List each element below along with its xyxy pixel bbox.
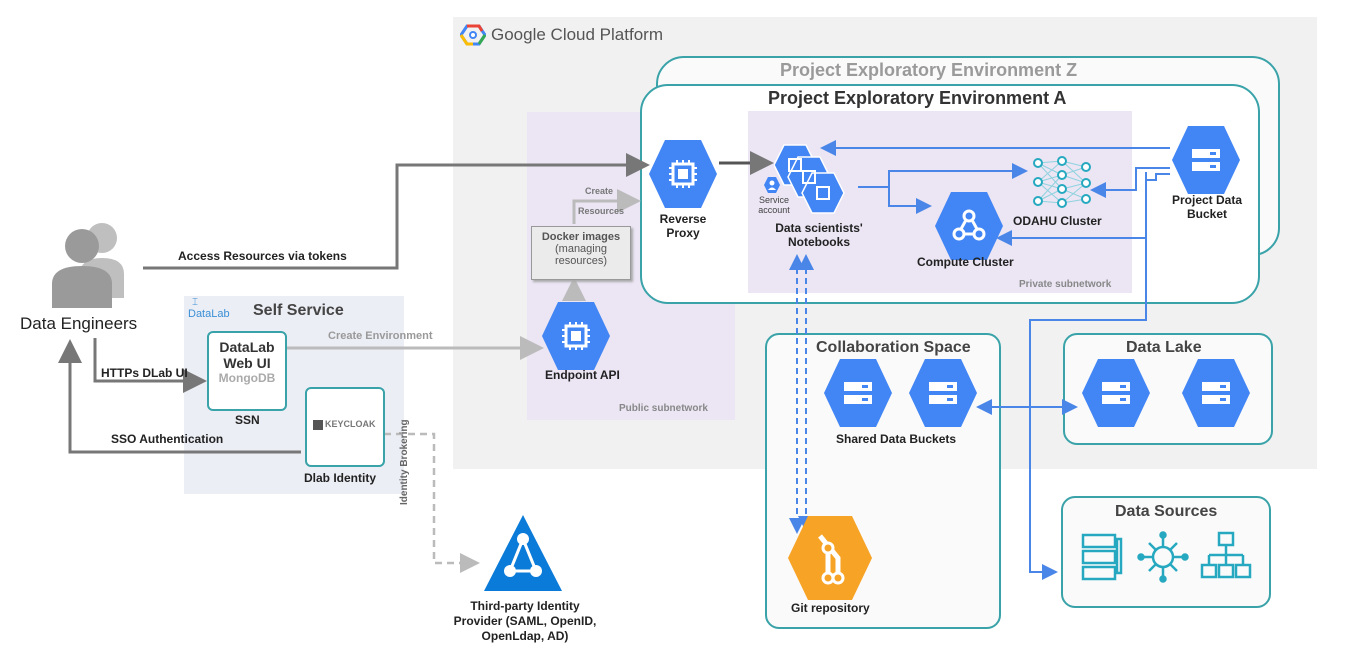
database-servers-icon — [1081, 533, 1123, 581]
reverse-proxy-line2: Proxy — [666, 226, 700, 240]
idp-line3: OpenLdap, AD) — [481, 629, 569, 643]
notebooks-line1: Data scientists' — [775, 221, 863, 235]
project-bucket-line1: Project Data — [1171, 193, 1243, 207]
access-tokens-label: Access Resources via tokens — [178, 249, 347, 263]
docker-line2: (managing — [555, 243, 607, 255]
odahu-cluster-icon[interactable] — [1030, 155, 1094, 209]
compute-cluster-label: Compute Cluster — [917, 255, 1014, 269]
arrow-access-tokens — [143, 153, 650, 270]
shared-bucket-icon-1[interactable] — [822, 357, 894, 429]
datalab-logo: ⌶ DataLab — [188, 297, 230, 320]
data-lake-bucket-icon-1[interactable] — [1080, 357, 1152, 429]
identity-brokering-label: Identity Brokering — [399, 419, 410, 505]
git-repository-label: Git repository — [791, 601, 870, 615]
data-hub-icon — [1137, 531, 1189, 583]
endpoint-api-icon[interactable] — [540, 300, 612, 372]
create-resources-label-1: Create — [585, 186, 614, 196]
arrow-sso — [58, 339, 301, 454]
collaboration-title: Collaboration Space — [816, 339, 971, 356]
shared-buckets-label: Shared Data Buckets — [836, 432, 957, 446]
odahu-cluster-label: ODAHU Cluster — [1013, 214, 1102, 228]
service-account-line1: Service — [758, 195, 789, 205]
datalab-web-ui-box[interactable]: DataLab Web UI MongoDB — [207, 331, 287, 411]
identity-provider-label: Third-party Identity Provider (SAML, Ope… — [440, 599, 610, 644]
data-lake-bucket-icon-2[interactable] — [1180, 357, 1252, 429]
endpoint-api-label: Endpoint API — [545, 368, 620, 382]
docker-images-box[interactable]: Docker images (managing resources) — [531, 226, 631, 280]
reverse-proxy-label: Reverse Proxy — [650, 212, 716, 240]
project-bucket-icon[interactable] — [1170, 124, 1242, 196]
arrow-https-ui — [93, 338, 207, 393]
private-subnet-label: Private subnetwork — [1019, 279, 1112, 290]
https-ui-label: HTTPs DLab UI — [101, 366, 188, 380]
service-account-icon — [764, 177, 780, 193]
data-sources-icons — [1081, 531, 1252, 583]
ssn-label: SSN — [235, 413, 260, 427]
create-resources-label-2: Resources — [578, 206, 625, 216]
self-service-title: Self Service — [253, 302, 344, 319]
reverse-proxy-icon[interactable] — [647, 138, 719, 210]
notebooks-line2: Notebooks — [787, 235, 850, 249]
data-lake-title: Data Lake — [1126, 339, 1202, 356]
gcp-logo-icon — [460, 24, 486, 46]
create-environment-label: Create Environment — [328, 330, 433, 342]
datalab-logo-text: DataLab — [188, 308, 230, 320]
project-bucket-label: Project Data Bucket — [1162, 193, 1252, 221]
arrow-docker-proxy — [572, 189, 641, 224]
reverse-proxy-line1: Reverse — [659, 212, 707, 226]
environment-z-title: Project Exploratory Environment Z — [780, 60, 1078, 80]
datalab-ui-line1: DataLab — [219, 339, 275, 355]
compute-cluster-icon[interactable] — [933, 190, 1005, 262]
service-account-line2: account — [758, 205, 790, 215]
mongodb-label: MongoDB — [218, 371, 276, 385]
arrow-bucket-odahu — [1090, 167, 1170, 198]
keycloak-box[interactable]: KEYCLOAK — [305, 387, 385, 467]
shared-bucket-icon-2[interactable] — [907, 357, 979, 429]
notebooks-label: Data scientists' Notebooks — [764, 221, 874, 249]
notebooks-icon[interactable] — [774, 143, 864, 223]
docker-line1: Docker images — [541, 231, 621, 243]
arrow-bucket-sources — [1029, 173, 1170, 580]
arrow-notebooks-odahu — [858, 163, 1028, 188]
users-icon — [52, 223, 124, 308]
git-repository-icon[interactable] — [786, 514, 874, 602]
service-account-label: Service account — [752, 195, 796, 215]
idp-line1: Third-party Identity — [470, 599, 580, 613]
docker-line3: resources) — [555, 255, 607, 267]
identity-provider-icon[interactable] — [482, 513, 564, 593]
dlab-identity-label: Dlab Identity — [304, 471, 377, 485]
datalab-ui-line2: Web UI — [223, 355, 271, 371]
arrow-notebooks-compute — [888, 187, 932, 214]
platform-title: Google Cloud Platform — [491, 25, 663, 44]
sso-label: SSO Authentication — [111, 432, 224, 446]
arrow-identity-brokering — [384, 432, 480, 573]
keycloak-label: KEYCLOAK — [313, 419, 383, 430]
idp-line2: Provider (SAML, OpenID, — [453, 614, 597, 628]
keycloak-icon — [313, 419, 323, 430]
environment-a-title: Project Exploratory Environment A — [768, 88, 1067, 108]
data-sources-title: Data Sources — [1115, 503, 1218, 520]
hierarchy-icon — [1200, 531, 1252, 579]
data-engineers-label: Data Engineers — [20, 314, 138, 333]
project-bucket-line2: Bucket — [1186, 207, 1227, 221]
public-subnet-label: Public subnetwork — [619, 403, 708, 414]
